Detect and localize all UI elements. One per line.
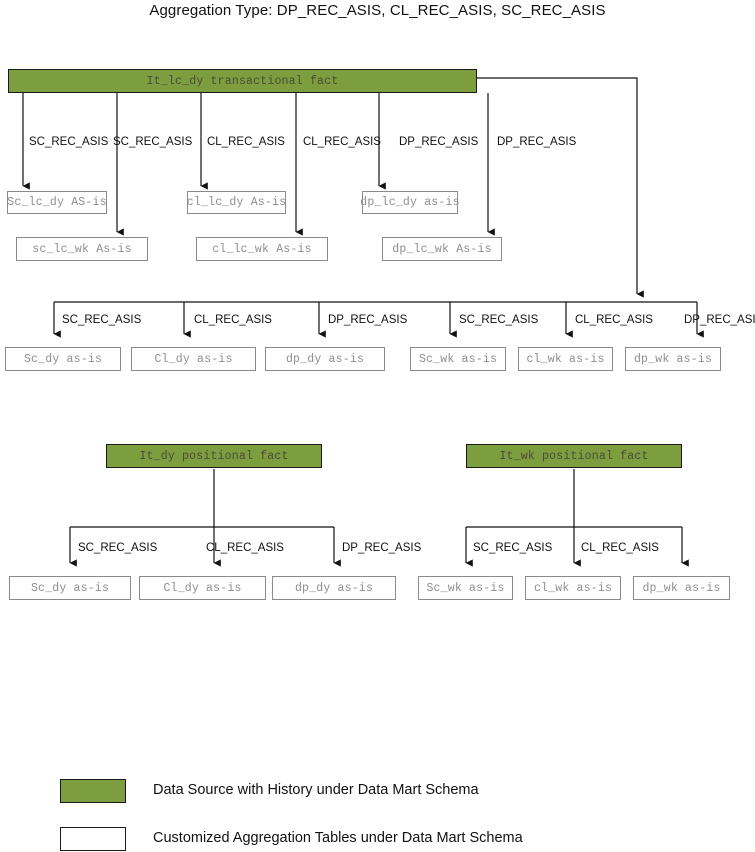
edge-label-dp-1: DP_REC_ASIS: [399, 136, 479, 148]
fact-box-dy-positional[interactable]: It_dy positional fact: [106, 444, 322, 468]
edge-label-dp-2: DP_REC_ASIS: [497, 136, 577, 148]
node-cl-dy-a[interactable]: Cl_dy as-is: [131, 347, 256, 371]
edge-label-bus-cl-2: CL_REC_ASIS: [575, 314, 653, 326]
legend-swatch-data-source: [60, 779, 126, 803]
node-dp-wk-b[interactable]: dp_wk as-is: [633, 576, 730, 600]
node-dp-lc-wk[interactable]: dp_lc_wk As-is: [382, 237, 502, 261]
node-cl-lc-wk[interactable]: cl_lc_wk As-is: [196, 237, 328, 261]
edge-label-dy-dp: DP_REC_ASIS: [342, 542, 422, 554]
edge-label-bus-sc-1: SC_REC_ASIS: [62, 314, 142, 326]
node-dp-dy-b[interactable]: dp_dy as-is: [272, 576, 396, 600]
edge-label-sc-1: SC_REC_ASIS: [29, 136, 109, 148]
node-sc-wk-b[interactable]: Sc_wk as-is: [418, 576, 513, 600]
edge-label-dy-cl: CL_REC_ASIS: [206, 542, 284, 554]
node-dp-dy-a[interactable]: dp_dy as-is: [265, 347, 385, 371]
node-dp-wk-a[interactable]: dp_wk as-is: [625, 347, 721, 371]
edge-label-bus-dp-1: DP_REC_ASIS: [328, 314, 408, 326]
node-cl-wk-b[interactable]: cl_wk as-is: [525, 576, 621, 600]
node-dp-lc-dy[interactable]: dp_lc_dy as-is: [360, 191, 460, 214]
legend-swatch-aggregation-tables: [60, 827, 126, 851]
edge-label-wk-sc: SC_REC_ASIS: [473, 542, 553, 554]
legend-label-data-source: Data Source with History under Data Mart…: [153, 782, 479, 798]
node-cl-dy-b[interactable]: Cl_dy as-is: [139, 576, 266, 600]
edge-label-sc-2: SC_REC_ASIS: [113, 136, 193, 148]
edge-label-dy-sc: SC_REC_ASIS: [78, 542, 158, 554]
node-sc-dy-b[interactable]: Sc_dy as-is: [9, 576, 131, 600]
legend-label-aggregation-tables: Customized Aggregation Tables under Data…: [153, 830, 523, 846]
node-sc-lc-dy[interactable]: Sc_lc_dy AS-is: [7, 191, 107, 214]
node-sc-dy-a[interactable]: Sc_dy as-is: [5, 347, 121, 371]
edge-label-cl-2: CL_REC_ASIS: [303, 136, 381, 148]
edge-label-bus-sc-2: SC_REC_ASIS: [459, 314, 539, 326]
page-title: Aggregation Type: DP_REC_ASIS, CL_REC_AS…: [149, 2, 606, 19]
edge-label-bus-dp-2: DP_REC_ASIS: [684, 314, 755, 326]
node-cl-lc-dy[interactable]: cl_lc_dy As-is: [187, 191, 286, 214]
node-sc-lc-wk[interactable]: sc_lc_wk As-is: [16, 237, 148, 261]
edge-label-wk-cl: CL_REC_ASIS: [581, 542, 659, 554]
edge-label-bus-cl-1: CL_REC_ASIS: [194, 314, 272, 326]
fact-box-lc-dy[interactable]: It_lc_dy transactional fact: [8, 69, 477, 93]
node-cl-wk-a[interactable]: cl_wk as-is: [518, 347, 613, 371]
node-sc-wk-a[interactable]: Sc_wk as-is: [410, 347, 506, 371]
edge-label-cl-1: CL_REC_ASIS: [207, 136, 285, 148]
fact-box-wk-positional[interactable]: It_wk positional fact: [466, 444, 682, 468]
